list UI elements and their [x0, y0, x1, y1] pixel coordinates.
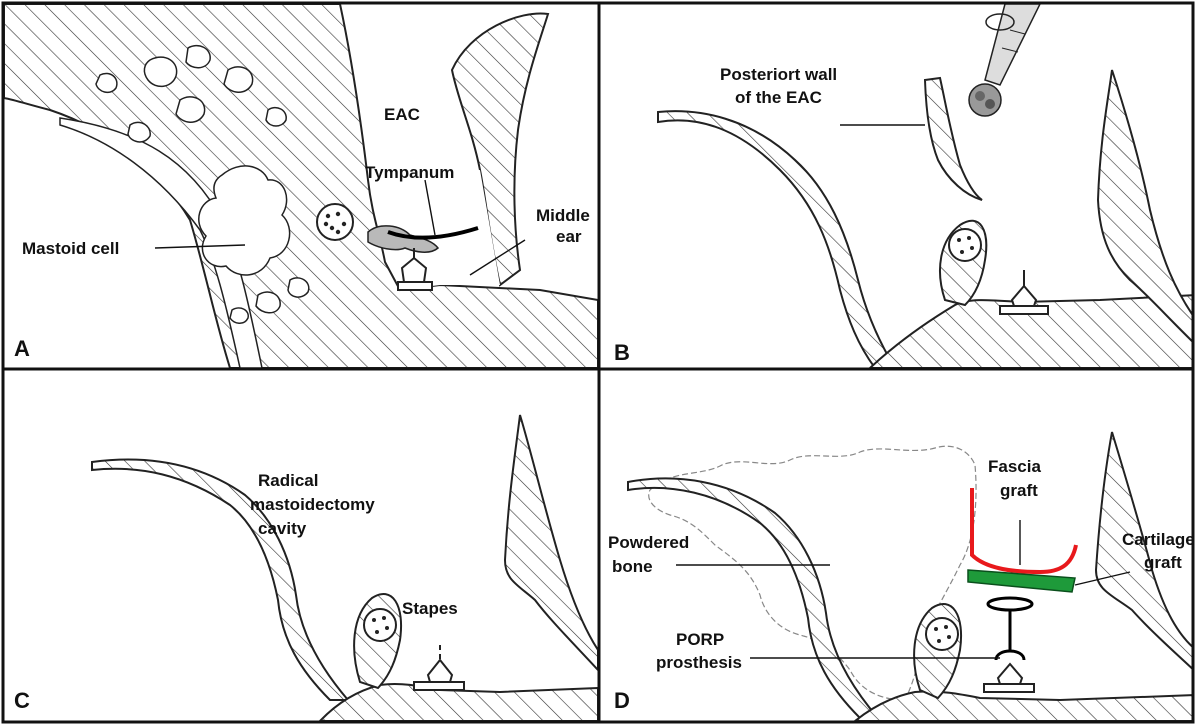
fascia-graft-d	[972, 488, 1076, 572]
label-posterior-wall-line2: of the EAC	[735, 88, 822, 107]
panel-letter-b: B	[614, 340, 630, 365]
facial-nerve-c	[364, 609, 396, 641]
label-cartilage-line2: graft	[1144, 553, 1182, 572]
label-stapes: Stapes	[402, 599, 458, 618]
stapes-c	[414, 645, 464, 690]
facial-nerve-b	[949, 229, 981, 261]
stapes-d	[984, 664, 1034, 692]
label-cavity-line1: Radical	[258, 471, 318, 490]
label-middle-ear-line2: ear	[556, 227, 582, 246]
posterior-thin-wall-b	[658, 111, 895, 368]
label-cartilage-line1: Cartilage	[1122, 530, 1195, 549]
panel-b: Posteriort wall of the EAC B	[614, 4, 1196, 368]
label-powdered-line1: Powdered	[608, 533, 689, 552]
panel-letter-a: A	[14, 336, 30, 361]
cartilage-graft-d	[968, 570, 1075, 592]
panel-letter-d: D	[614, 688, 630, 713]
facial-nerve-a	[317, 204, 353, 240]
panel-c: Radical mastoidectomy cavity Stapes C	[14, 415, 598, 721]
label-mastoid-cell: Mastoid cell	[22, 239, 119, 258]
label-tympanum: Tympanum	[365, 163, 454, 182]
label-cavity-line2: mastoidectomy	[250, 495, 375, 514]
label-eac: EAC	[384, 105, 420, 124]
temporal-bone-floor-d	[855, 691, 1196, 721]
panel-letter-c: C	[14, 688, 30, 713]
label-posterior-wall-line1: Posteriort wall	[720, 65, 837, 84]
label-fascia-line2: graft	[1000, 481, 1038, 500]
label-porp-line2: prosthesis	[656, 653, 742, 672]
label-middle-ear-line1: Middle	[536, 206, 590, 225]
panel-d: Fascia graft Cartilage graft Powdered bo…	[608, 432, 1196, 721]
facial-nerve-d	[926, 618, 958, 650]
label-powdered-line2: bone	[612, 557, 653, 576]
panel-a: EAC Tympanum Mastoid cell Middle ear A	[4, 4, 598, 368]
porp-prosthesis-d	[988, 598, 1032, 660]
surgical-drill-b	[969, 4, 1040, 116]
anterior-canal-wall-c	[505, 415, 598, 670]
anterior-canal-wall-d	[1096, 432, 1196, 672]
label-porp-line1: PORP	[676, 630, 724, 649]
label-fascia-line1: Fascia	[988, 457, 1041, 476]
label-cavity-line3: cavity	[258, 519, 307, 538]
stapes-b	[1000, 270, 1048, 314]
